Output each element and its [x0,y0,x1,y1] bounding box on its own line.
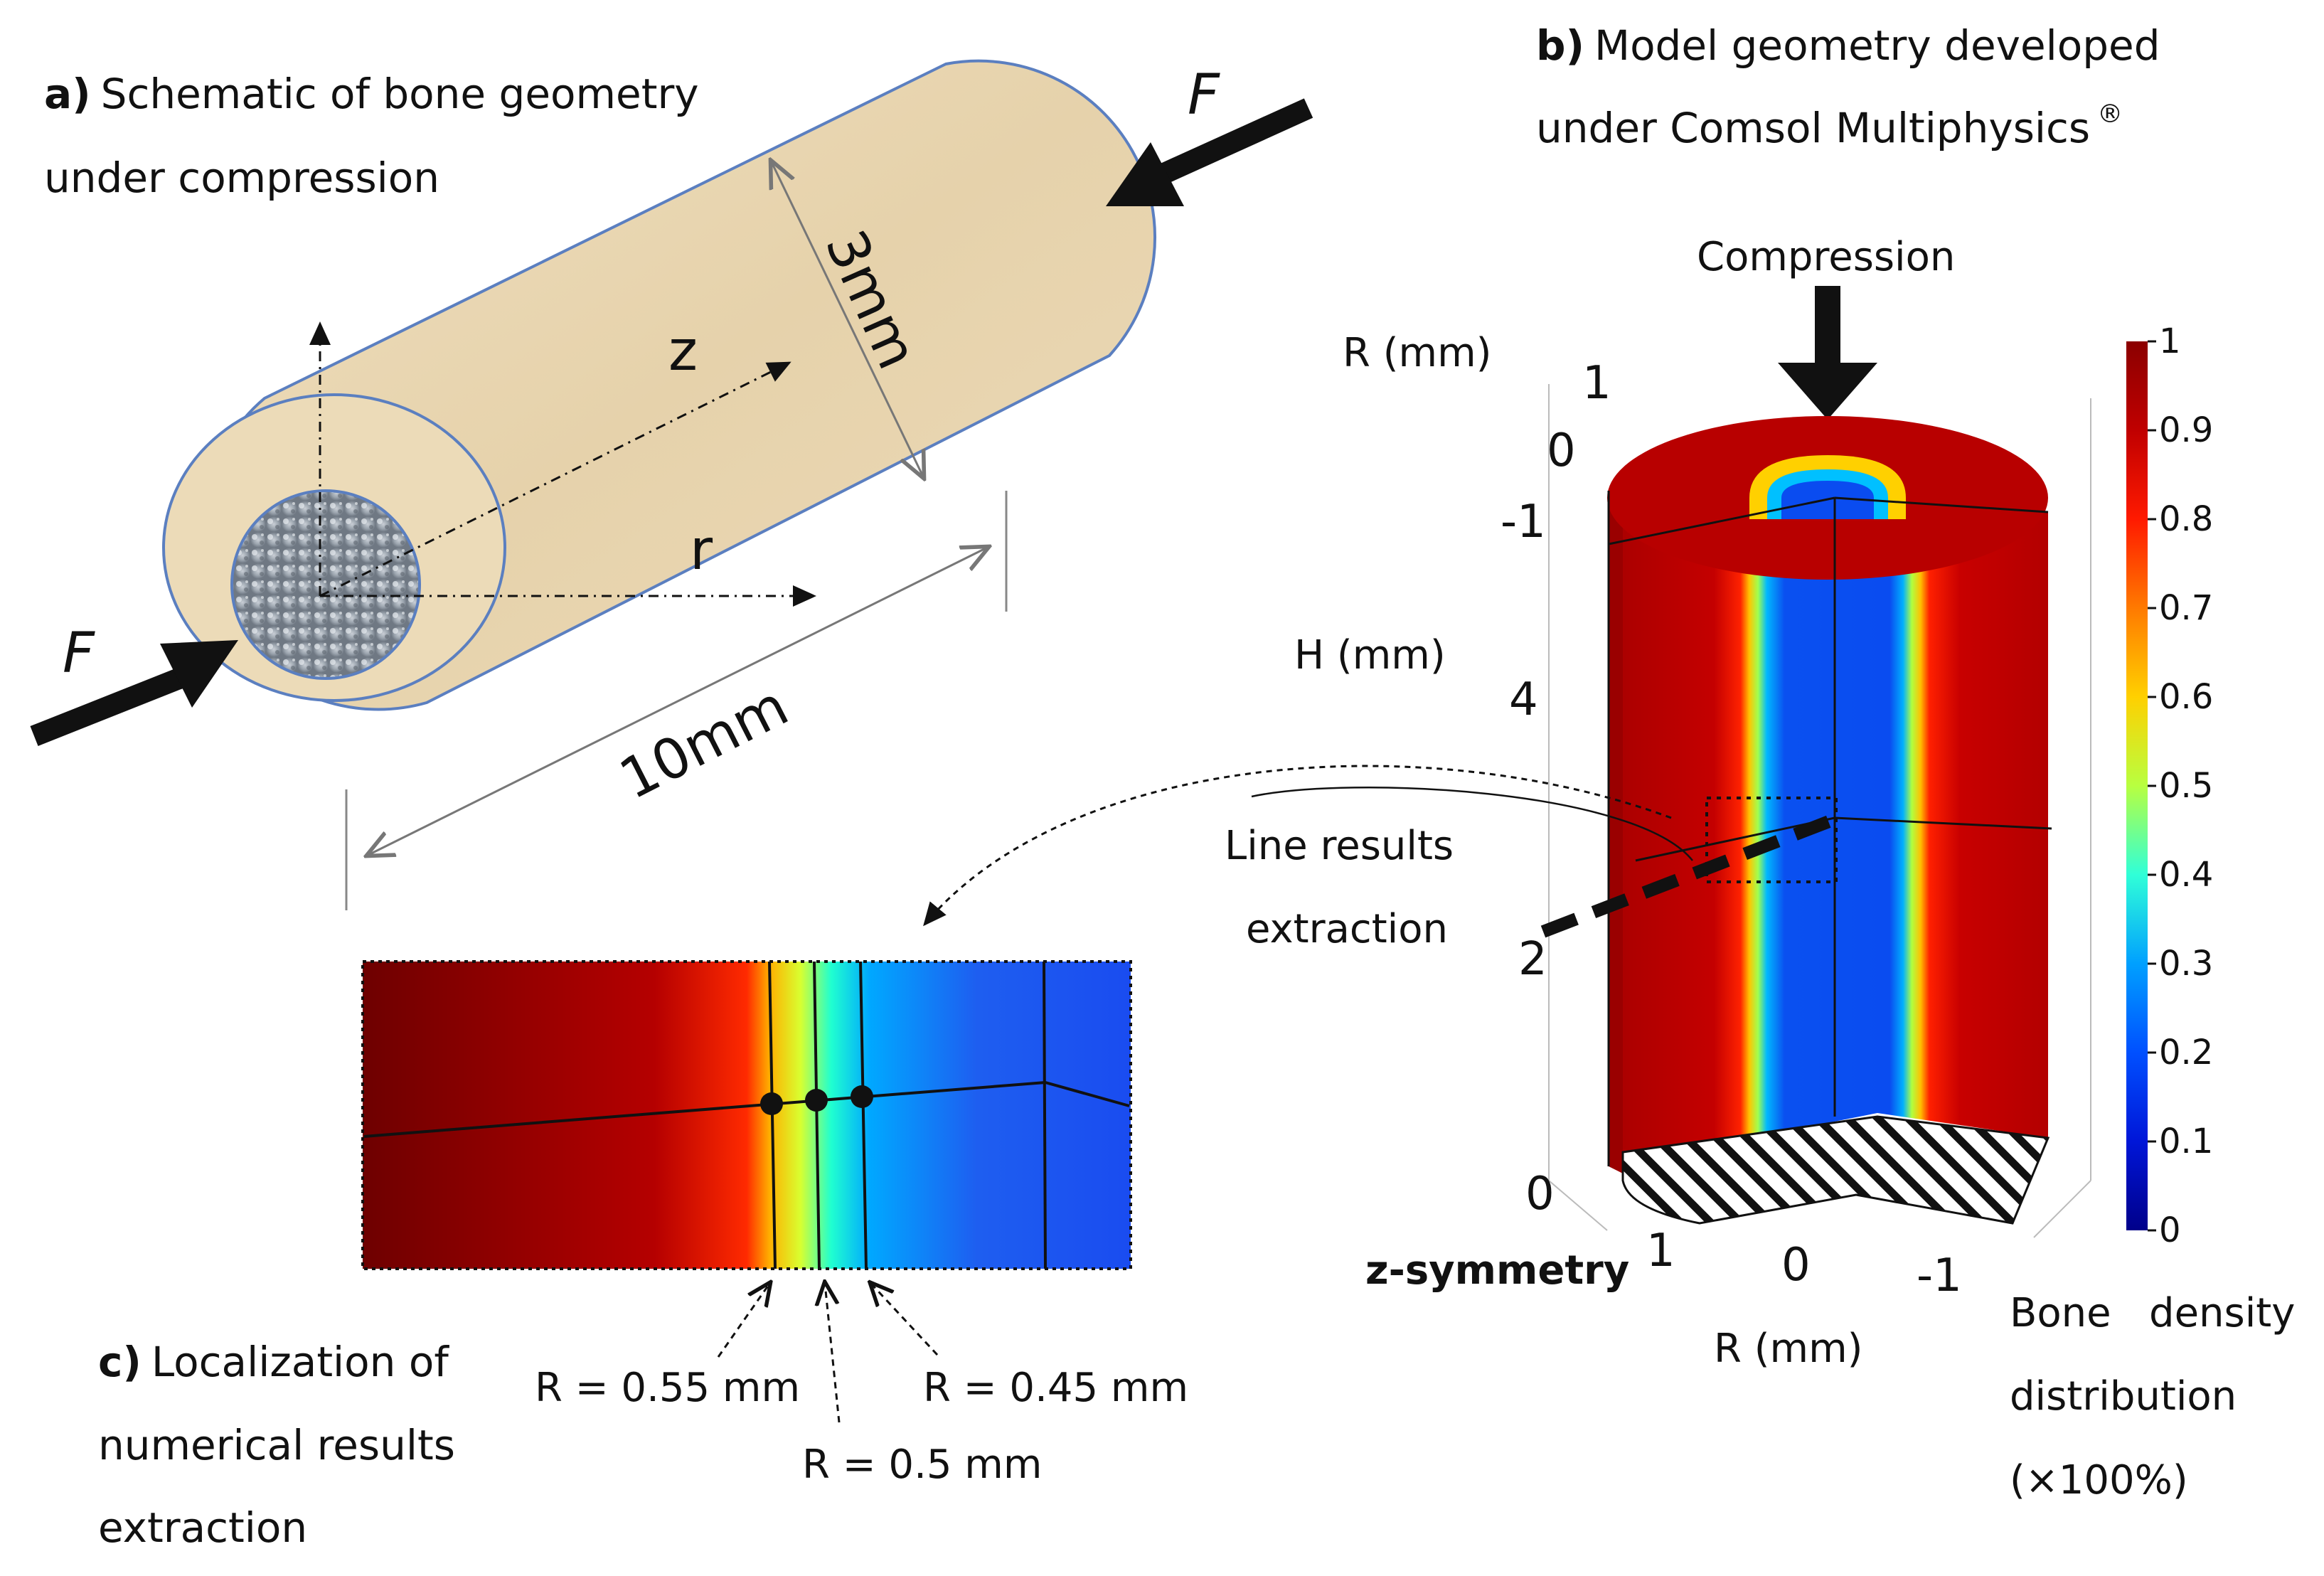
model-edges [1607,491,2052,1166]
r-tick-top-0: 0 [1547,425,1576,477]
line-extraction-label-1: Line results [1225,823,1454,869]
pointer-r05 [825,1284,841,1423]
panel-b-title-line1: b)Model geometry developed [1536,21,2160,70]
colorbar-tick-label: 0.5 [2159,766,2213,806]
colorbar-tick-label: 0 [2159,1210,2181,1250]
panel-c-title-line2: numerical results [98,1421,455,1469]
h-tick-0: 0 [1525,1168,1555,1220]
leader-curve-to-inset [923,765,1672,927]
colorbar-tick-label: 0.8 [2159,499,2213,539]
colorbar-title-line2: distribution [2010,1373,2237,1420]
colorbar-ticks: 1 0.9 0.8 0.7 0.6 0.5 0.4 0.3 0.2 0.1 0 [2148,321,2213,1250]
colorbar-title-line1: Bone density [2010,1290,2295,1336]
colorbar-tick-label: 1 [2159,321,2181,361]
length-label: 10mm [610,674,799,812]
inset-mesh-lines [363,961,1130,1269]
panel-c-title-line1: c)Localization of [98,1338,449,1386]
trabecular-core [230,489,421,680]
force-arrow-right [1106,98,1313,206]
r-tick-bottom-neg1: -1 [1917,1250,1962,1302]
compression-label: Compression [1697,234,1955,280]
inset-density-map [361,960,1132,1270]
colorbar-tick-label: 0.6 [2159,677,2213,717]
force-label-left: F [63,622,95,686]
h-tick-2: 2 [1518,933,1547,986]
colorbar-tick-label: 0.2 [2159,1033,2213,1072]
panel-b: b)Model geometry developed under Comsol … [1225,21,2295,1503]
label-r045: R = 0.45 mm [923,1365,1188,1411]
colorbar-tick-label: 0.9 [2159,410,2213,450]
panel-b-title-line2: under Comsol Multiphysics® [1536,100,2123,152]
diameter-dimension [772,162,923,476]
r-tick-top-1: 1 [1582,357,1611,410]
pointer-r055 [717,1284,769,1358]
point-r05 [805,1089,828,1112]
panel-a: a)Schematic of bone geometry under compr… [30,59,1313,910]
r-tick-bottom-0: 0 [1781,1239,1811,1292]
length-dimension [368,548,987,855]
r-axis-label: r [690,518,713,582]
point-r055 [760,1092,783,1115]
panel-c-title-line3: extraction [98,1503,307,1552]
r-tick-top-neg1: -1 [1501,496,1546,548]
point-r045 [851,1085,873,1108]
force-arrow-left [30,640,238,746]
line-extraction-label-2: extraction [1246,906,1448,952]
compression-arrow [1778,286,1877,420]
extraction-window [1705,797,1838,883]
colorbar-tick-label: 0.3 [2159,944,2213,984]
force-label-right: F [1188,63,1220,127]
r-axis-bottom-label: R (mm) [1714,1326,1863,1372]
model-cylinder-left-face [1609,491,1623,1173]
colorbar-tick-label: 0.7 [2159,588,2213,628]
panel-a-title-line1: a)Schematic of bone geometry [44,70,699,118]
z-symmetry-label: z-symmetry [1365,1247,1629,1294]
label-r05: R = 0.5 mm [802,1442,1042,1488]
colorbar-title-line3: (×100%) [2010,1457,2188,1503]
pointer-r045 [871,1284,939,1356]
r-tick-bottom-1: 1 [1646,1225,1675,1277]
z-axis-label: z [668,319,698,383]
colorbar-tick-label: 0.4 [2159,855,2213,895]
colorbar-tick-label: 0.1 [2159,1122,2213,1161]
axis-frame [1548,384,2091,1238]
leader-curve-thin [1251,786,1693,861]
h-axis-label: H (mm) [1294,632,1446,678]
r-axis-top-label: R (mm) [1343,330,1492,376]
h-tick-4: 4 [1509,673,1538,726]
symmetry-base-hatch [1621,1115,2050,1225]
panel-a-title-line2: under compression [44,154,439,202]
label-r055: R = 0.55 mm [535,1365,800,1411]
panel-c: R = 0.55 mm R = 0.5 mm R = 0.45 mm c)Loc… [98,765,1672,1552]
colorbar [2126,341,2148,1230]
